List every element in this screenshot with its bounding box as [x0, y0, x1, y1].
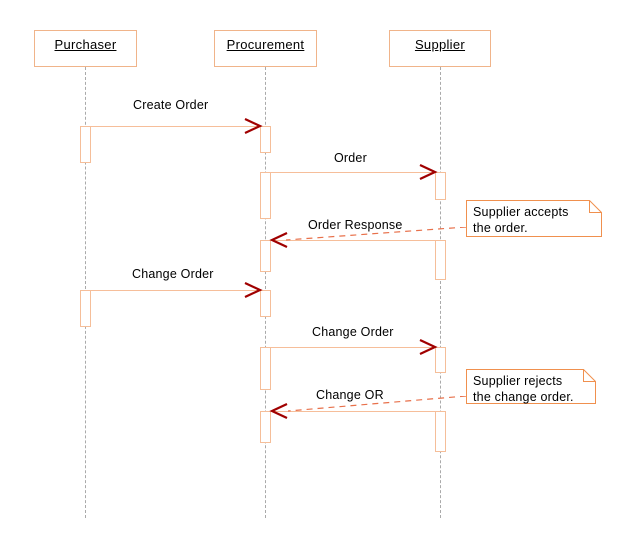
message-line-m6[interactable]: [270, 411, 440, 412]
message-label-m4: Change Order: [132, 267, 214, 281]
message-label-m5: Change Order: [312, 325, 394, 339]
message-line-m5[interactable]: [265, 347, 435, 348]
actor-label-supplier: Supplier: [414, 37, 466, 52]
activation-bar-supplier[interactable]: [435, 240, 446, 280]
activation-bar-procurement[interactable]: [260, 240, 271, 272]
activation-bar-procurement[interactable]: [260, 172, 271, 219]
actor-box-supplier[interactable]: Supplier: [389, 30, 491, 67]
message-label-m3: Order Response: [308, 218, 403, 232]
actor-box-purchaser[interactable]: Purchaser: [34, 30, 137, 67]
note-n2[interactable]: Supplier rejects the change order.: [466, 369, 596, 404]
message-line-m3[interactable]: [270, 240, 440, 241]
activation-bar-supplier[interactable]: [435, 411, 446, 452]
note-text-n1: Supplier accepts the order.: [473, 205, 569, 235]
message-line-m4[interactable]: [85, 290, 260, 291]
activation-bar-procurement[interactable]: [260, 290, 271, 317]
message-label-m2: Order: [334, 151, 367, 165]
actor-box-procurement[interactable]: Procurement: [214, 30, 317, 67]
note-n1[interactable]: Supplier accepts the order.: [466, 200, 602, 237]
actor-label-procurement: Procurement: [226, 37, 305, 52]
activation-bar-purchaser[interactable]: [80, 290, 91, 327]
note-text-n2: Supplier rejects the change order.: [473, 374, 574, 404]
message-label-m6: Change OR: [316, 388, 384, 402]
activation-bar-procurement[interactable]: [260, 126, 271, 153]
message-line-m1[interactable]: [85, 126, 260, 127]
activation-bar-supplier[interactable]: [435, 347, 446, 373]
activation-bar-procurement[interactable]: [260, 347, 271, 390]
actor-label-purchaser: Purchaser: [54, 37, 117, 52]
message-line-m2[interactable]: [265, 172, 435, 173]
activation-bar-purchaser[interactable]: [80, 126, 91, 163]
message-label-m1: Create Order: [133, 98, 209, 112]
lifeline-supplier: [440, 67, 441, 518]
activation-bar-procurement[interactable]: [260, 411, 271, 443]
activation-bar-supplier[interactable]: [435, 172, 446, 200]
